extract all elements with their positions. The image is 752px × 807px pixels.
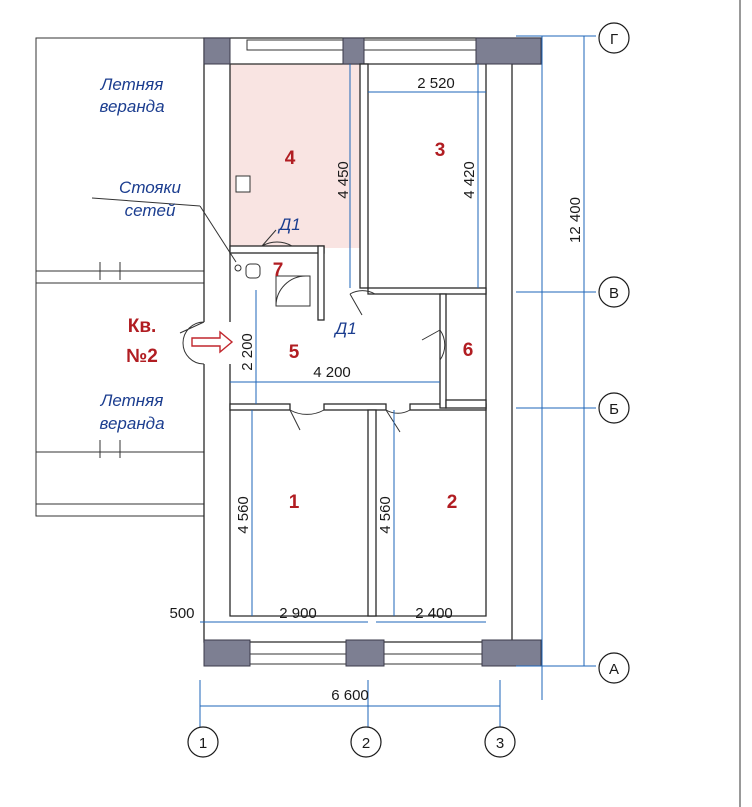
- axis-g: Г: [610, 31, 618, 48]
- veranda-area: [35, 37, 205, 517]
- fixtures: [234, 175, 311, 307]
- axis-a: А: [609, 661, 619, 678]
- axis-1: 1: [199, 735, 207, 752]
- risers-line1: Стояки: [119, 178, 181, 197]
- dim-4450: 4 450: [335, 161, 352, 199]
- toilet-icon: [245, 263, 261, 279]
- sink-icon: [235, 175, 251, 193]
- room-4-fill: [230, 64, 360, 248]
- veranda-bottom-line2: веранда: [99, 414, 164, 433]
- room-numbers: 1 2 3 4 5 6 7: [273, 140, 474, 513]
- partitions: [229, 63, 487, 617]
- door-mark-upper: Д1: [277, 215, 300, 234]
- dim-4420: 4 420: [461, 161, 478, 199]
- apartment-label-line2: №2: [126, 346, 158, 367]
- shower-icon: [275, 275, 311, 307]
- risers-line2: сетей: [125, 201, 176, 220]
- dim-500: 500: [169, 605, 194, 622]
- axis-2: 2: [362, 735, 370, 752]
- dim-4560-left: 4 560: [235, 496, 252, 534]
- axis-v: В: [609, 285, 619, 302]
- entry-arrow-icon: [191, 330, 234, 354]
- axis-markers: Г В Б А 1 2 3: [187, 22, 630, 758]
- labels: Летняя веранда Стояки сетей Кв. №2 Летня…: [99, 75, 181, 433]
- veranda-top-line2: веранда: [99, 97, 164, 116]
- doors: [179, 229, 446, 433]
- windows: [246, 39, 483, 665]
- veranda-top-line1: Летняя: [100, 75, 164, 94]
- dim-4200: 4 200: [313, 364, 351, 381]
- room-2: 2: [447, 492, 458, 513]
- dim-2200: 2 200: [239, 333, 256, 371]
- dim-6600: 6 600: [331, 687, 369, 704]
- axis-b: Б: [609, 401, 619, 418]
- dim-2520: 2 520: [417, 75, 455, 92]
- axis-3: 3: [496, 735, 504, 752]
- door-mark-lower: Д1: [333, 319, 356, 338]
- dim-2400: 2 400: [415, 605, 453, 622]
- room-6: 6: [463, 340, 474, 361]
- veranda-bottom-line1: Летняя: [100, 391, 164, 410]
- dim-12400: 12 400: [567, 197, 584, 243]
- apartment-label-line1: Кв.: [128, 316, 157, 337]
- columns: [203, 37, 542, 667]
- room-7: 7: [273, 260, 284, 281]
- room-3: 3: [435, 140, 446, 161]
- dimension-texts: 2 520 4 450 4 420 12 400 2 200 4 200 4 5…: [169, 75, 584, 704]
- riser-icon: [234, 264, 242, 272]
- dim-2900: 2 900: [279, 605, 317, 622]
- room-5: 5: [289, 342, 300, 363]
- dim-4560-right: 4 560: [377, 496, 394, 534]
- room-4: 4: [285, 148, 296, 169]
- room-1: 1: [289, 492, 300, 513]
